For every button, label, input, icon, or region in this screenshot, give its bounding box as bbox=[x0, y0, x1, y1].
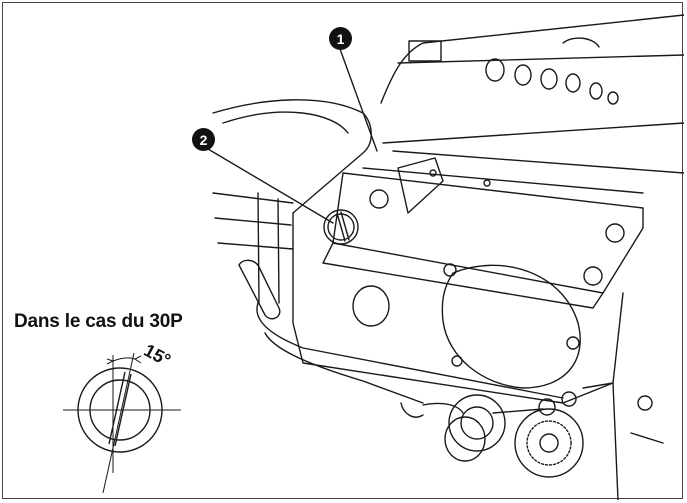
cover-line bbox=[222, 111, 349, 134]
pulley-right-knurl bbox=[526, 420, 572, 466]
round-port bbox=[352, 285, 390, 327]
machine-illustration bbox=[63, 14, 684, 500]
hole bbox=[514, 64, 532, 86]
pulley-right-hub bbox=[539, 433, 559, 453]
circular-cover bbox=[441, 264, 581, 389]
right-frame bbox=[582, 382, 619, 500]
slide-plate-side bbox=[322, 242, 604, 309]
table-rail bbox=[217, 242, 294, 250]
inset-screw-detail bbox=[63, 352, 181, 494]
pulley-left-front bbox=[444, 416, 486, 462]
table-rail bbox=[212, 192, 294, 204]
inset-slot bbox=[114, 373, 132, 447]
machine-front-edge bbox=[382, 122, 684, 144]
inset-angle-arc bbox=[112, 357, 136, 362]
leader-line-2 bbox=[207, 148, 334, 224]
pulley-screw bbox=[561, 391, 577, 407]
screw-slot bbox=[340, 211, 350, 241]
top-tab bbox=[408, 40, 442, 62]
slide-clip bbox=[397, 157, 444, 214]
callout-1: 1 bbox=[329, 27, 352, 50]
inset-slot bbox=[108, 371, 126, 445]
clip bbox=[400, 402, 424, 418]
base-rail bbox=[256, 302, 564, 399]
hole bbox=[485, 58, 505, 82]
leader-line-1 bbox=[339, 48, 378, 152]
inset-caption: Dans le cas du 30P bbox=[14, 311, 183, 332]
target-screw bbox=[323, 209, 359, 245]
hole bbox=[607, 91, 619, 105]
frame-screw bbox=[637, 395, 653, 411]
inset-angle-line bbox=[102, 352, 135, 494]
plate-screw bbox=[583, 266, 603, 286]
table-rail bbox=[214, 217, 292, 226]
pulley-left bbox=[448, 394, 506, 452]
rail-post bbox=[257, 192, 260, 304]
screw-slot bbox=[336, 212, 346, 242]
slide-plate bbox=[332, 172, 644, 294]
arc-arrow-left bbox=[106, 358, 115, 365]
pulley-screw bbox=[538, 398, 556, 416]
screw-small bbox=[429, 169, 437, 177]
hole bbox=[540, 68, 558, 90]
hole bbox=[565, 73, 581, 93]
cover-screw bbox=[566, 336, 580, 350]
belt bbox=[422, 402, 464, 414]
pulley-left-inner bbox=[460, 406, 494, 440]
screw-small bbox=[483, 179, 491, 187]
front-panel bbox=[292, 212, 624, 404]
arc-arrow-right bbox=[134, 355, 142, 364]
cover-screw bbox=[451, 355, 463, 367]
callout-2: 2 bbox=[192, 128, 215, 151]
frame-line bbox=[630, 432, 664, 444]
belt-2 bbox=[492, 408, 544, 414]
pulley-right bbox=[514, 408, 584, 478]
hole bbox=[589, 82, 603, 100]
bed-plate-edge-2 bbox=[362, 167, 644, 194]
plate-screw bbox=[369, 189, 389, 209]
left-edge bbox=[212, 99, 372, 214]
top-hook bbox=[562, 37, 600, 48]
machine-top-outline-2 bbox=[397, 54, 684, 64]
base-rail-2 bbox=[264, 332, 424, 404]
plate-screw bbox=[605, 223, 625, 243]
rail-post bbox=[277, 198, 280, 304]
lever bbox=[238, 259, 281, 320]
bed-plate-edge bbox=[392, 150, 684, 174]
cover-screw bbox=[443, 263, 457, 277]
